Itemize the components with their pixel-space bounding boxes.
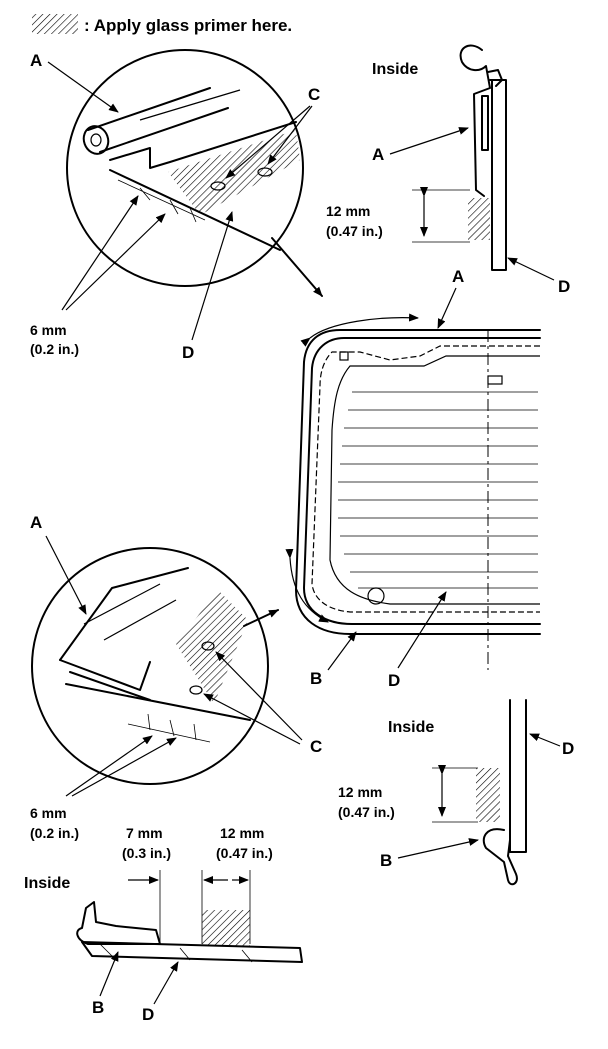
dim-02in-bottom: (0.2 in.) (30, 825, 79, 841)
label-a-top-section: A (372, 145, 384, 164)
dim-12mm-top: 12 mm (326, 203, 370, 219)
bottom-detail-circle (31, 547, 269, 785)
bottom-detail-primer-band (176, 590, 248, 704)
inside-label-bottom: Inside (24, 875, 70, 892)
right-section-primer (476, 768, 500, 822)
defroster-lines (338, 391, 538, 589)
label-a-window: A (452, 267, 464, 286)
top-detail-primer-band (168, 130, 300, 215)
legend-text: : Apply glass primer here. (84, 16, 292, 35)
label-a-bottom-detail: A (30, 513, 42, 532)
label-b-bottom-section: B (92, 998, 104, 1017)
label-a-top-detail: A (30, 51, 42, 70)
dim-7mm: 7 mm (126, 825, 163, 841)
dim-047in-right: (0.47 in.) (338, 804, 395, 820)
bottom-section-primer (202, 910, 250, 946)
dim-047in-bottom: (0.47 in.) (216, 845, 273, 861)
dim-12mm-right: 12 mm (338, 784, 382, 800)
label-d-top-detail: D (182, 343, 194, 362)
label-c-top-detail: C (308, 85, 320, 104)
top-section-primer (468, 198, 490, 240)
dim-02in-top: (0.2 in.) (30, 341, 79, 357)
label-d-window: D (388, 671, 400, 690)
label-d-right-section: D (562, 739, 574, 758)
label-d-bottom-section: D (142, 1005, 154, 1024)
label-d-top-section: D (558, 277, 570, 296)
label-b-right-section: B (380, 851, 392, 870)
dim-03in: (0.3 in.) (122, 845, 171, 861)
legend-hatch-swatch (32, 14, 78, 34)
dim-6mm-bottom: 6 mm (30, 805, 67, 821)
dim-12mm-bottom: 12 mm (220, 825, 264, 841)
legend: : Apply glass primer here. (32, 14, 292, 35)
dim-047in-top: (0.47 in.) (326, 223, 383, 239)
bottom-right-section: Inside (388, 699, 527, 886)
label-b-window: B (310, 669, 322, 688)
top-detail-circle (66, 49, 304, 287)
dim-6mm-top: 6 mm (30, 322, 67, 338)
rear-window-glass (285, 313, 541, 670)
label-c-bottom-detail: C (310, 737, 322, 756)
top-right-section: Inside (372, 44, 507, 271)
bottom-left-section: Inside 7 mm (0.3 in.) 12 mm (0.47 in.) (24, 825, 303, 963)
inside-label-right: Inside (388, 719, 434, 736)
inside-label-top: Inside (372, 61, 418, 78)
